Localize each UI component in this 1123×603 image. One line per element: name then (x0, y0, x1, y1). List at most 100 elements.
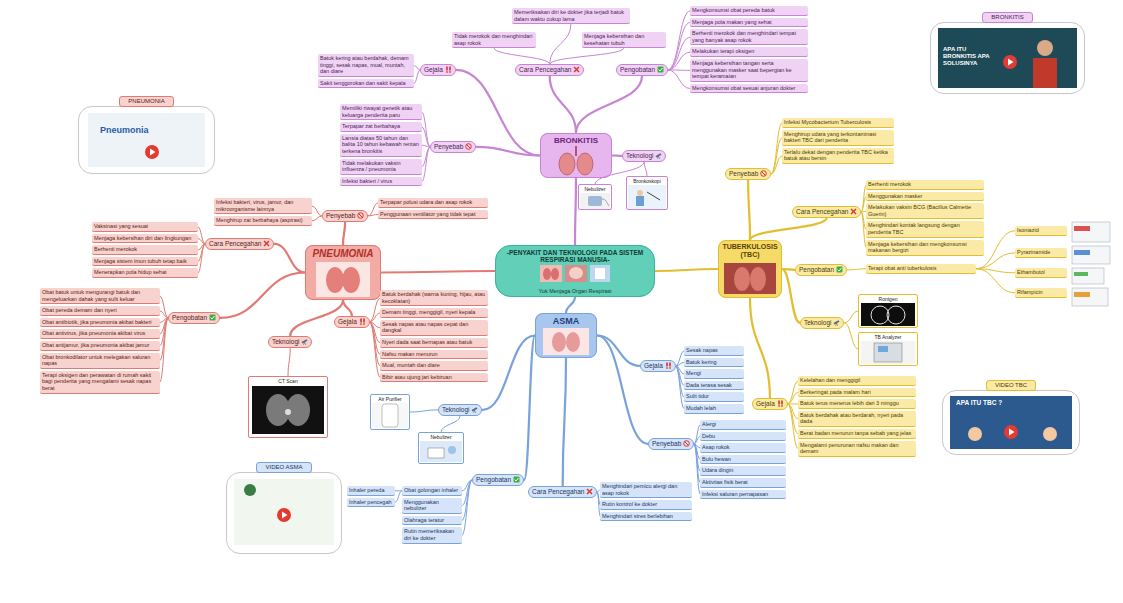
status-icon (850, 208, 857, 215)
connector (198, 238, 205, 244)
status-icon (655, 152, 662, 159)
central-topic-art (565, 265, 587, 282)
node-text: Ethambutol (1017, 269, 1065, 276)
topic-box: TUBERKULOSIS (TBC) (718, 240, 782, 298)
node-text: Menggunakan nebulizer (404, 499, 460, 512)
leaf-note: Menjaga kebersihan dan mengkonsumsi maka… (866, 240, 984, 256)
node-text: Terpapar polusi udara dan asap rokok (380, 199, 486, 206)
leaf-note: Batuk berdahak (warna kuning, hijau, ata… (380, 290, 488, 306)
status-icon (263, 240, 270, 247)
leaf-note: Menghirup udara yang terkontaminasi bakt… (782, 130, 894, 146)
leaf-note: Menjaga kebersihan dan kesehatan tubuh (582, 32, 666, 48)
status-icon (358, 213, 364, 219)
technology-picture (382, 404, 398, 427)
leaf-note: Mengkonsumsi obat pereda batuk (690, 6, 808, 16)
leaf-note: Obat batuk untuk mengurangi batuk dan me… (40, 288, 160, 304)
central-topic-art (495, 245, 655, 297)
branch-label: Pengobatan (168, 312, 220, 324)
node-text: Tidak merokok dan menghindari asap rokok (454, 33, 534, 46)
connector (788, 404, 798, 449)
node-text: -PENYAKIT DAN TEKNOLOGI PADA SISTEM RESP… (502, 249, 648, 264)
lungs-illustration (552, 332, 566, 352)
leaf-note: Penggunaan ventilator yang tidak tepat (378, 210, 488, 220)
status-icon (658, 67, 664, 73)
node-text: Menghirup udara yang terkontaminasi bakt… (784, 131, 892, 144)
node-text: Pengobatan (476, 476, 511, 484)
leaf-note: Memiliki riwayat genetik atau keluarga p… (340, 104, 422, 120)
branch-label: Pengobatan (616, 64, 668, 76)
medicine-picture (1072, 268, 1104, 284)
leaf-note: Debu (700, 432, 786, 442)
connector (312, 206, 322, 216)
technology-picture (861, 303, 915, 326)
node-text: Penggunaan ventilator yang tidak tepat (380, 211, 486, 218)
status-icon (513, 476, 520, 483)
node-text: Aktivitas fisik berat (702, 479, 784, 486)
connector (668, 22, 690, 70)
node-text: Mengi (686, 370, 742, 377)
status-icon (836, 266, 843, 273)
node-text: Rifampicin (1017, 289, 1065, 296)
connector (343, 300, 352, 316)
connector (414, 70, 420, 84)
node-text: Terpapar zat berbahaya (342, 123, 420, 130)
video-thumbnail (150, 149, 156, 156)
connector (668, 37, 690, 70)
node-text: Obat antijamur, jika pneumonia akibat ja… (42, 342, 158, 349)
status-icon (762, 172, 766, 176)
node-text: Bronkoskopi (631, 178, 663, 184)
image-card: Air Purifier (370, 394, 410, 430)
leaf-note: Menggunakan masker (866, 192, 984, 202)
connector (676, 351, 684, 366)
leaf-note: Berhenti merokok (92, 245, 198, 255)
connector (370, 313, 380, 322)
leaf-note: Batuk kering (684, 358, 744, 368)
node-text: Sesak napas (686, 347, 742, 354)
connector (220, 273, 305, 318)
connector (788, 381, 798, 404)
branch-label: Cara Pencegahan (792, 206, 861, 218)
connector (597, 336, 640, 366)
leaf-note: Sesak napas atau napas cepat dan dangkal (380, 320, 488, 336)
branch-label: Teknologi (268, 336, 312, 348)
node-text: Batuk kering atau berdahak, demam tinggi… (320, 55, 412, 75)
node-text: Obat bronkodilator untuk melegakan salur… (42, 354, 158, 367)
leaf-note: Infeksi bakteri, virus, jamur, dan mikro… (214, 198, 312, 214)
node-text: Mengalami penurunan nafsu makan dan dema… (800, 442, 914, 455)
leaf-note: Berat badan menurun tanpa sebab yang jel… (798, 429, 916, 439)
status-icon (587, 489, 592, 494)
node-text: Memeriksakan diri ke dokter jika terjadi… (514, 9, 628, 22)
leaf-note: Rutin memeriksakan diri ke dokter (402, 527, 462, 543)
status-icon (838, 268, 842, 271)
leaf-note: Infeksi bakteri / virus (340, 177, 422, 187)
connector (788, 392, 798, 404)
leaf-note: Lansia diatas 50 tahun dan balita 10 tah… (340, 134, 422, 157)
status-icon (669, 368, 671, 369)
leaf-note: Batuk kering atau berdahak, demam tinggi… (318, 54, 414, 77)
node-text: Teknologi (626, 152, 653, 160)
connector (274, 244, 305, 273)
video-thumbnail (1008, 59, 1014, 66)
video-thumbnail (942, 390, 1080, 455)
status-icon (515, 478, 519, 481)
node-text: Rutin memeriksakan diri ke dokter (404, 528, 460, 541)
status-icon (837, 267, 843, 273)
video-thumbnail (930, 22, 1085, 94)
node-text: Obat batuk untuk mengurangi batuk dan me… (42, 289, 158, 302)
lungs-illustration (305, 245, 381, 300)
medicine-picture (1074, 272, 1088, 276)
connector (370, 298, 380, 322)
leaf-note: Terpapar polusi udara dan asap rokok (378, 198, 488, 208)
leaf-note: Pyrazinamide (1015, 248, 1067, 258)
branch-label: Penyebab (725, 168, 771, 180)
image-card: Rontgen (858, 294, 918, 328)
leaf-note: Alergi (700, 420, 786, 430)
connector (668, 11, 690, 70)
status-icon (471, 406, 478, 413)
lungs-illustration (750, 267, 766, 291)
node-text: Batuk terus menerus lebih dari 3 minggu (800, 400, 914, 407)
leaf-note: Tidak melakukan vaksin influenza / pneum… (340, 159, 422, 175)
leaf-note: Obat golongan inhaler (402, 486, 462, 496)
connector (368, 214, 378, 216)
